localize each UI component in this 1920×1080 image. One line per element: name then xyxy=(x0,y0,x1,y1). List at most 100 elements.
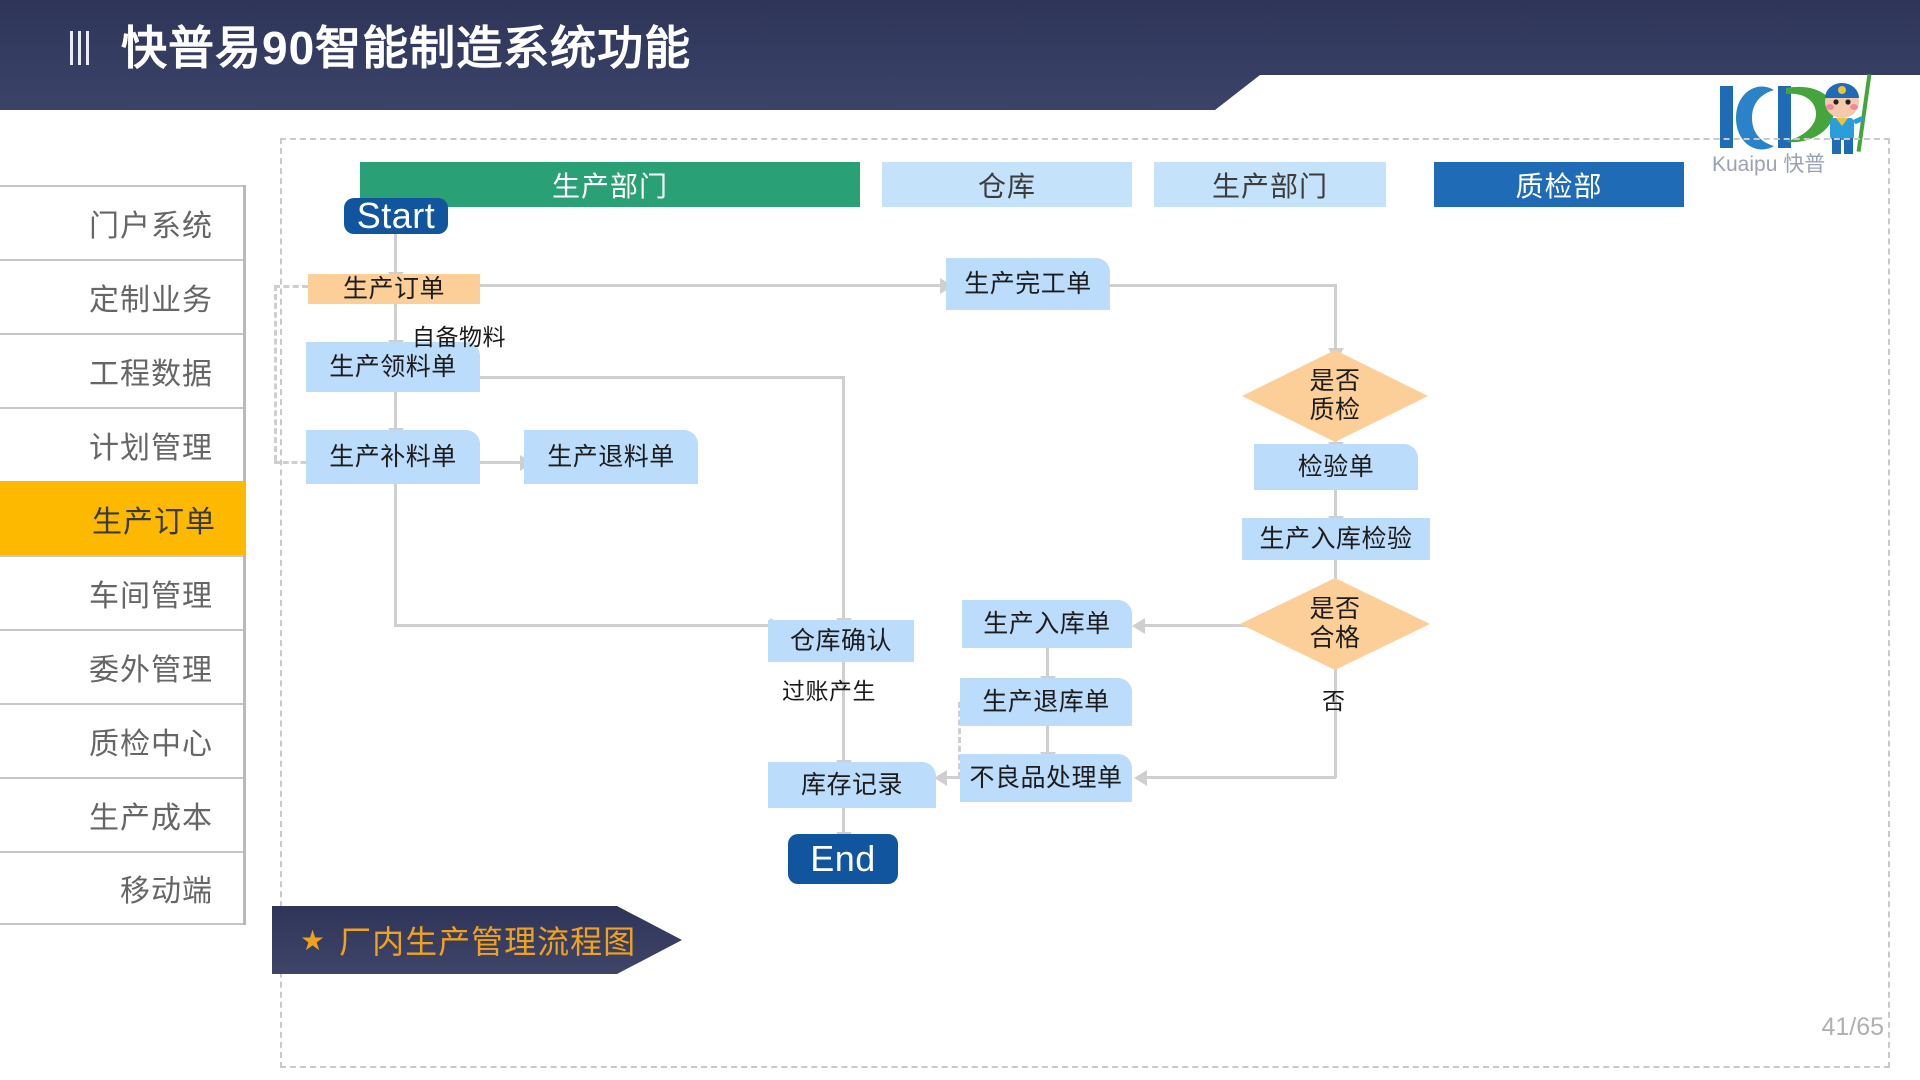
sidebar-item-custom[interactable]: 定制业务 xyxy=(0,259,243,333)
edge-finish-down xyxy=(1334,284,1337,352)
edge-issue-to-supplement xyxy=(394,392,397,430)
node-label: 不良品处理单 xyxy=(969,763,1123,792)
arrowhead-left xyxy=(934,770,947,786)
sidebar-item-engineering[interactable]: 工程数据 xyxy=(0,333,243,407)
edge-dashed-order-bottom xyxy=(274,461,324,464)
node-stock-in[interactable]: 生产入库单 xyxy=(962,600,1132,648)
sidebar-nav: 门户系统 定制业务 工程数据 计划管理 生产订单 车间管理 委外管理 质检中心 … xyxy=(0,185,246,925)
edge-warehouse-to-inventory xyxy=(842,650,845,762)
arrowhead-left xyxy=(1132,618,1145,634)
node-instock-inspection[interactable]: 生产入库检验 xyxy=(1242,518,1430,560)
hamburger-lines-icon[interactable] xyxy=(70,30,89,66)
node-production-order[interactable]: 生产订单 xyxy=(308,274,480,304)
edge-label-posting-generated: 过账产生 xyxy=(782,678,876,704)
node-decision-qualified[interactable]: 是否 合格 xyxy=(1240,578,1430,670)
sidebar-item-label: 生产订单 xyxy=(92,506,216,539)
node-label: 生产退料单 xyxy=(547,442,675,471)
mascot-icon xyxy=(1825,74,1872,154)
edge-supplement-right xyxy=(394,624,772,627)
edge-inventory-to-end xyxy=(842,800,845,834)
node-label: 仓库确认 xyxy=(789,626,892,655)
edge-order-to-issue xyxy=(394,304,397,342)
node-material-issue[interactable]: 生产领料单 xyxy=(306,342,480,392)
sidebar-item-cost[interactable]: 生产成本 xyxy=(0,777,243,851)
flowchart-title-banner: ★ 厂内生产管理流程图 xyxy=(272,906,682,974)
node-end[interactable]: End xyxy=(788,834,898,884)
page-number: 41/65 xyxy=(1821,1013,1884,1041)
node-inventory-record[interactable]: 库存记录 xyxy=(768,762,936,808)
node-material-return[interactable]: 生产退料单 xyxy=(524,430,698,484)
sidebar-item-label: 定制业务 xyxy=(89,284,213,317)
sidebar-item-label: 委外管理 xyxy=(89,654,213,687)
lane-label: 生产部门 xyxy=(1211,170,1328,202)
sidebar-item-label: 生产成本 xyxy=(89,802,213,835)
node-label: 生产订单 xyxy=(342,274,445,303)
banner-label: 厂内生产管理流程图 xyxy=(339,924,637,960)
sidebar-item-quality[interactable]: 质检中心 xyxy=(0,703,243,777)
node-label: 生产补料单 xyxy=(329,442,457,471)
edge-label-self-material: 自备物料 xyxy=(412,324,506,350)
node-label: 生产退库单 xyxy=(982,687,1110,716)
edge-fail-down xyxy=(1334,660,1337,778)
lane-header-qc: 质检部 xyxy=(1434,162,1684,207)
edge-return-to-defect xyxy=(1046,726,1049,754)
lane-label: 生产部门 xyxy=(551,170,668,202)
edge-supplement-to-return xyxy=(480,461,522,464)
node-inspection-sheet[interactable]: 检验单 xyxy=(1254,444,1418,490)
sidebar-item-planning[interactable]: 计划管理 xyxy=(0,407,243,481)
node-label: Start xyxy=(356,195,436,237)
edge-dashed-defect-v xyxy=(958,702,961,778)
header-content: 快普易90智能制造系统功能 xyxy=(0,0,691,95)
node-material-supplement[interactable]: 生产补料单 xyxy=(306,430,480,484)
node-label: 是否 质检 xyxy=(1309,367,1361,424)
node-label: 检验单 xyxy=(1297,452,1375,481)
brand-logo xyxy=(1712,68,1892,158)
star-icon: ★ xyxy=(300,924,326,956)
page-title: 快普易90智能制造系统功能 xyxy=(121,21,692,74)
edge-start-to-order xyxy=(394,234,397,274)
node-stock-return[interactable]: 生产退库单 xyxy=(960,678,1132,726)
node-production-finish[interactable]: 生产完工单 xyxy=(946,258,1110,310)
lane-header-production-2: 生产部门 xyxy=(1154,162,1386,207)
brand-wordmark: Kuaipu 快普 xyxy=(1712,148,1862,176)
node-warehouse-confirm[interactable]: 仓库确认 xyxy=(768,620,914,662)
edge-dashed-order-top xyxy=(274,285,308,288)
sidebar-item-label: 计划管理 xyxy=(89,432,213,465)
edge-order-to-finish xyxy=(480,284,946,287)
kp-logo-icon xyxy=(1720,74,1872,154)
sidebar-item-label: 车间管理 xyxy=(89,580,213,613)
edge-supplement-down xyxy=(394,484,397,624)
node-label: 是否 合格 xyxy=(1309,595,1361,652)
node-label: 库存记录 xyxy=(800,770,903,799)
sidebar-item-label: 工程数据 xyxy=(89,358,213,391)
edge-dashed-order-feedback xyxy=(274,285,277,461)
brand-name-text: Kuaipu 快普 xyxy=(1712,153,1826,176)
edge-inspection-to-instock-check xyxy=(1334,490,1337,518)
sidebar-item-production-order[interactable]: 生产订单 xyxy=(0,481,246,555)
edge-issue-to-warehouse-v xyxy=(842,376,845,620)
sidebar-item-outsourcing[interactable]: 委外管理 xyxy=(0,629,243,703)
edge-label-no: 否 xyxy=(1322,688,1346,714)
node-label: 生产入库单 xyxy=(983,609,1111,638)
edge-pass-to-instock xyxy=(1140,624,1282,627)
sidebar-item-label: 移动端 xyxy=(120,875,213,908)
sidebar-item-portal[interactable]: 门户系统 xyxy=(0,185,243,259)
lane-header-warehouse: 仓库 xyxy=(882,162,1132,207)
lane-label: 质检部 xyxy=(1515,170,1603,202)
node-start[interactable]: Start xyxy=(344,195,448,237)
node-label: 生产入库检验 xyxy=(1259,524,1413,553)
edge-issue-to-warehouse-h xyxy=(480,376,842,379)
node-label: End xyxy=(810,838,876,880)
edge-instock-to-return xyxy=(1046,648,1049,678)
edge-fail-to-defect xyxy=(1142,776,1336,779)
sidebar-item-label: 质检中心 xyxy=(89,728,213,761)
node-decision-need-qc[interactable]: 是否 质检 xyxy=(1242,350,1428,442)
lane-label: 仓库 xyxy=(977,170,1036,202)
sidebar-item-label: 门户系统 xyxy=(89,210,213,243)
node-defect-handling[interactable]: 不良品处理单 xyxy=(960,754,1132,802)
edge-finish-right xyxy=(1110,284,1336,287)
sidebar-item-mobile[interactable]: 移动端 xyxy=(0,851,243,925)
node-label: 生产领料单 xyxy=(329,352,457,381)
flowchart-canvas: 生产部门 仓库 生产部门 质检部 xyxy=(274,138,1890,1068)
sidebar-item-workshop[interactable]: 车间管理 xyxy=(0,555,243,629)
